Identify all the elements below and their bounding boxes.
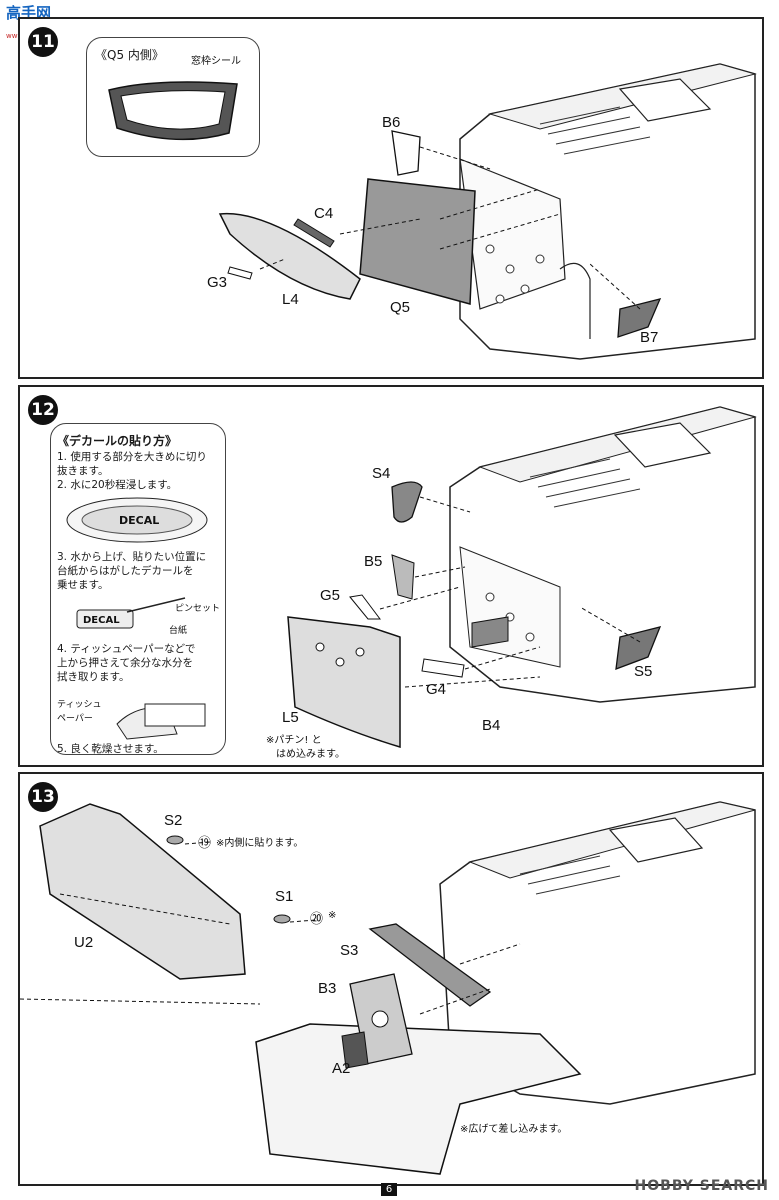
water-dish-drawing: DECAL — [66, 497, 208, 543]
decal-step-1b: 抜きます。 — [57, 465, 109, 477]
part-label-b7: B7 — [640, 329, 659, 346]
part-label-q5: Q5 — [390, 299, 411, 316]
decal-step-list: 1. 使用する部分を大きめに切り 抜きます。 2. 水に20秒程浸します。 DE… — [57, 450, 223, 756]
part-label-g4: G4 — [426, 681, 447, 698]
part-label-g3: G3 — [207, 274, 228, 291]
part-label-u2: U2 — [74, 934, 94, 951]
tweezers-drawing: DECAL — [76, 597, 186, 629]
part-label-s5: S5 — [634, 663, 653, 680]
decal-instructions-box: 《デカールの貼り方》 1. 使用する部分を大きめに切り 抜きます。 2. 水に2… — [50, 423, 226, 755]
decal-title: 《デカールの貼り方》 — [57, 434, 178, 448]
s1-marker: ⑳ — [310, 912, 324, 927]
decal-step-4a: 4. ティッシュペーパーなどで — [57, 643, 196, 655]
snap-note-line1: ※パチン! と — [266, 735, 322, 746]
spread-note: ※広げて差し込みます。 — [460, 1124, 568, 1135]
window-seal-label: 窓枠シール — [191, 56, 241, 67]
part-label-b3: B3 — [318, 980, 337, 997]
s2-marker: ⑲ — [198, 836, 212, 851]
decal-step-4b: 上から押さえて余分な水分を — [57, 657, 193, 669]
step-12-illustration — [287, 406, 757, 749]
part-label-b5: B5 — [364, 553, 383, 570]
part-label-l4: L4 — [282, 291, 299, 308]
tissue-label: ティッシュ ペーパー — [57, 700, 102, 724]
decal-step-2: 2. 水に20秒程浸します。 — [57, 479, 178, 491]
decal-step-3a: 3. 水から上げ、貼りたい位置に — [57, 551, 207, 563]
inset-title: 《Q5 内側》 — [95, 48, 164, 62]
part-label-g5: G5 — [320, 587, 341, 604]
s2-note: ※内側に貼ります。 — [216, 838, 304, 849]
tissue-drawing — [116, 703, 206, 740]
dish-drawing-area: DECAL — [57, 492, 223, 550]
step-number-13: 13 — [28, 782, 58, 812]
decal-step-3c: 乗せます。 — [57, 579, 109, 591]
step-13-illustration — [20, 801, 756, 1175]
part-label-s2: S2 — [164, 812, 183, 829]
step-11-illustration — [218, 63, 757, 360]
step-number-12: 12 — [28, 395, 58, 425]
tweezers-drawing-area: DECAL ピンセット 台紙 — [57, 592, 223, 642]
s1-note: ※ — [328, 910, 337, 921]
page-number: 6 — [381, 1183, 397, 1196]
part-label-s3: S3 — [340, 942, 359, 959]
step-11-panel: 11 《Q5 内側》 窓枠シール — [18, 17, 764, 379]
step-13-panel: 13 S2 ⑲ ※内側に貼ります。 S1 ⑳ ※ U2 S3 B3 A2 ※広 — [18, 772, 764, 1186]
part-label-s4: S4 — [372, 465, 391, 482]
decal-step-4c: 拭き取ります。 — [57, 671, 130, 683]
step-number-11: 11 — [28, 27, 58, 57]
decal-step-1a: 1. 使用する部分を大きめに切り — [57, 451, 207, 463]
tweezers-label: ピンセット — [175, 604, 221, 614]
decal-step-5: 5. 良く乾燥させます。 — [57, 743, 164, 755]
part-label-a2: A2 — [332, 1060, 351, 1077]
tissue-drawing-area: ティッシュ ペーパー — [57, 684, 223, 742]
part-label-s1: S1 — [275, 888, 294, 905]
step-12-panel: 12 《デカールの貼り方》 1. 使用する部分を大きめに切り 抜きます。 2. … — [18, 385, 764, 767]
part-label-b6: B6 — [382, 114, 401, 131]
window-seal-drawing — [108, 81, 238, 141]
decal-step-3b: 台紙からはがしたデカールを — [57, 565, 194, 577]
q5-inner-inset: 《Q5 内側》 窓枠シール — [86, 37, 260, 157]
decal-word-sheet: DECAL — [83, 615, 120, 626]
backing-label: 台紙 — [169, 626, 188, 636]
part-label-c4: C4 — [314, 205, 334, 222]
watermark-bottom: HOBBY SEARCH — [634, 1178, 769, 1194]
snap-note-line2: はめ込みます。 — [276, 749, 345, 760]
part-label-l5: L5 — [282, 709, 299, 726]
part-label-b4: B4 — [482, 717, 501, 734]
decal-word-dish: DECAL — [119, 514, 159, 527]
